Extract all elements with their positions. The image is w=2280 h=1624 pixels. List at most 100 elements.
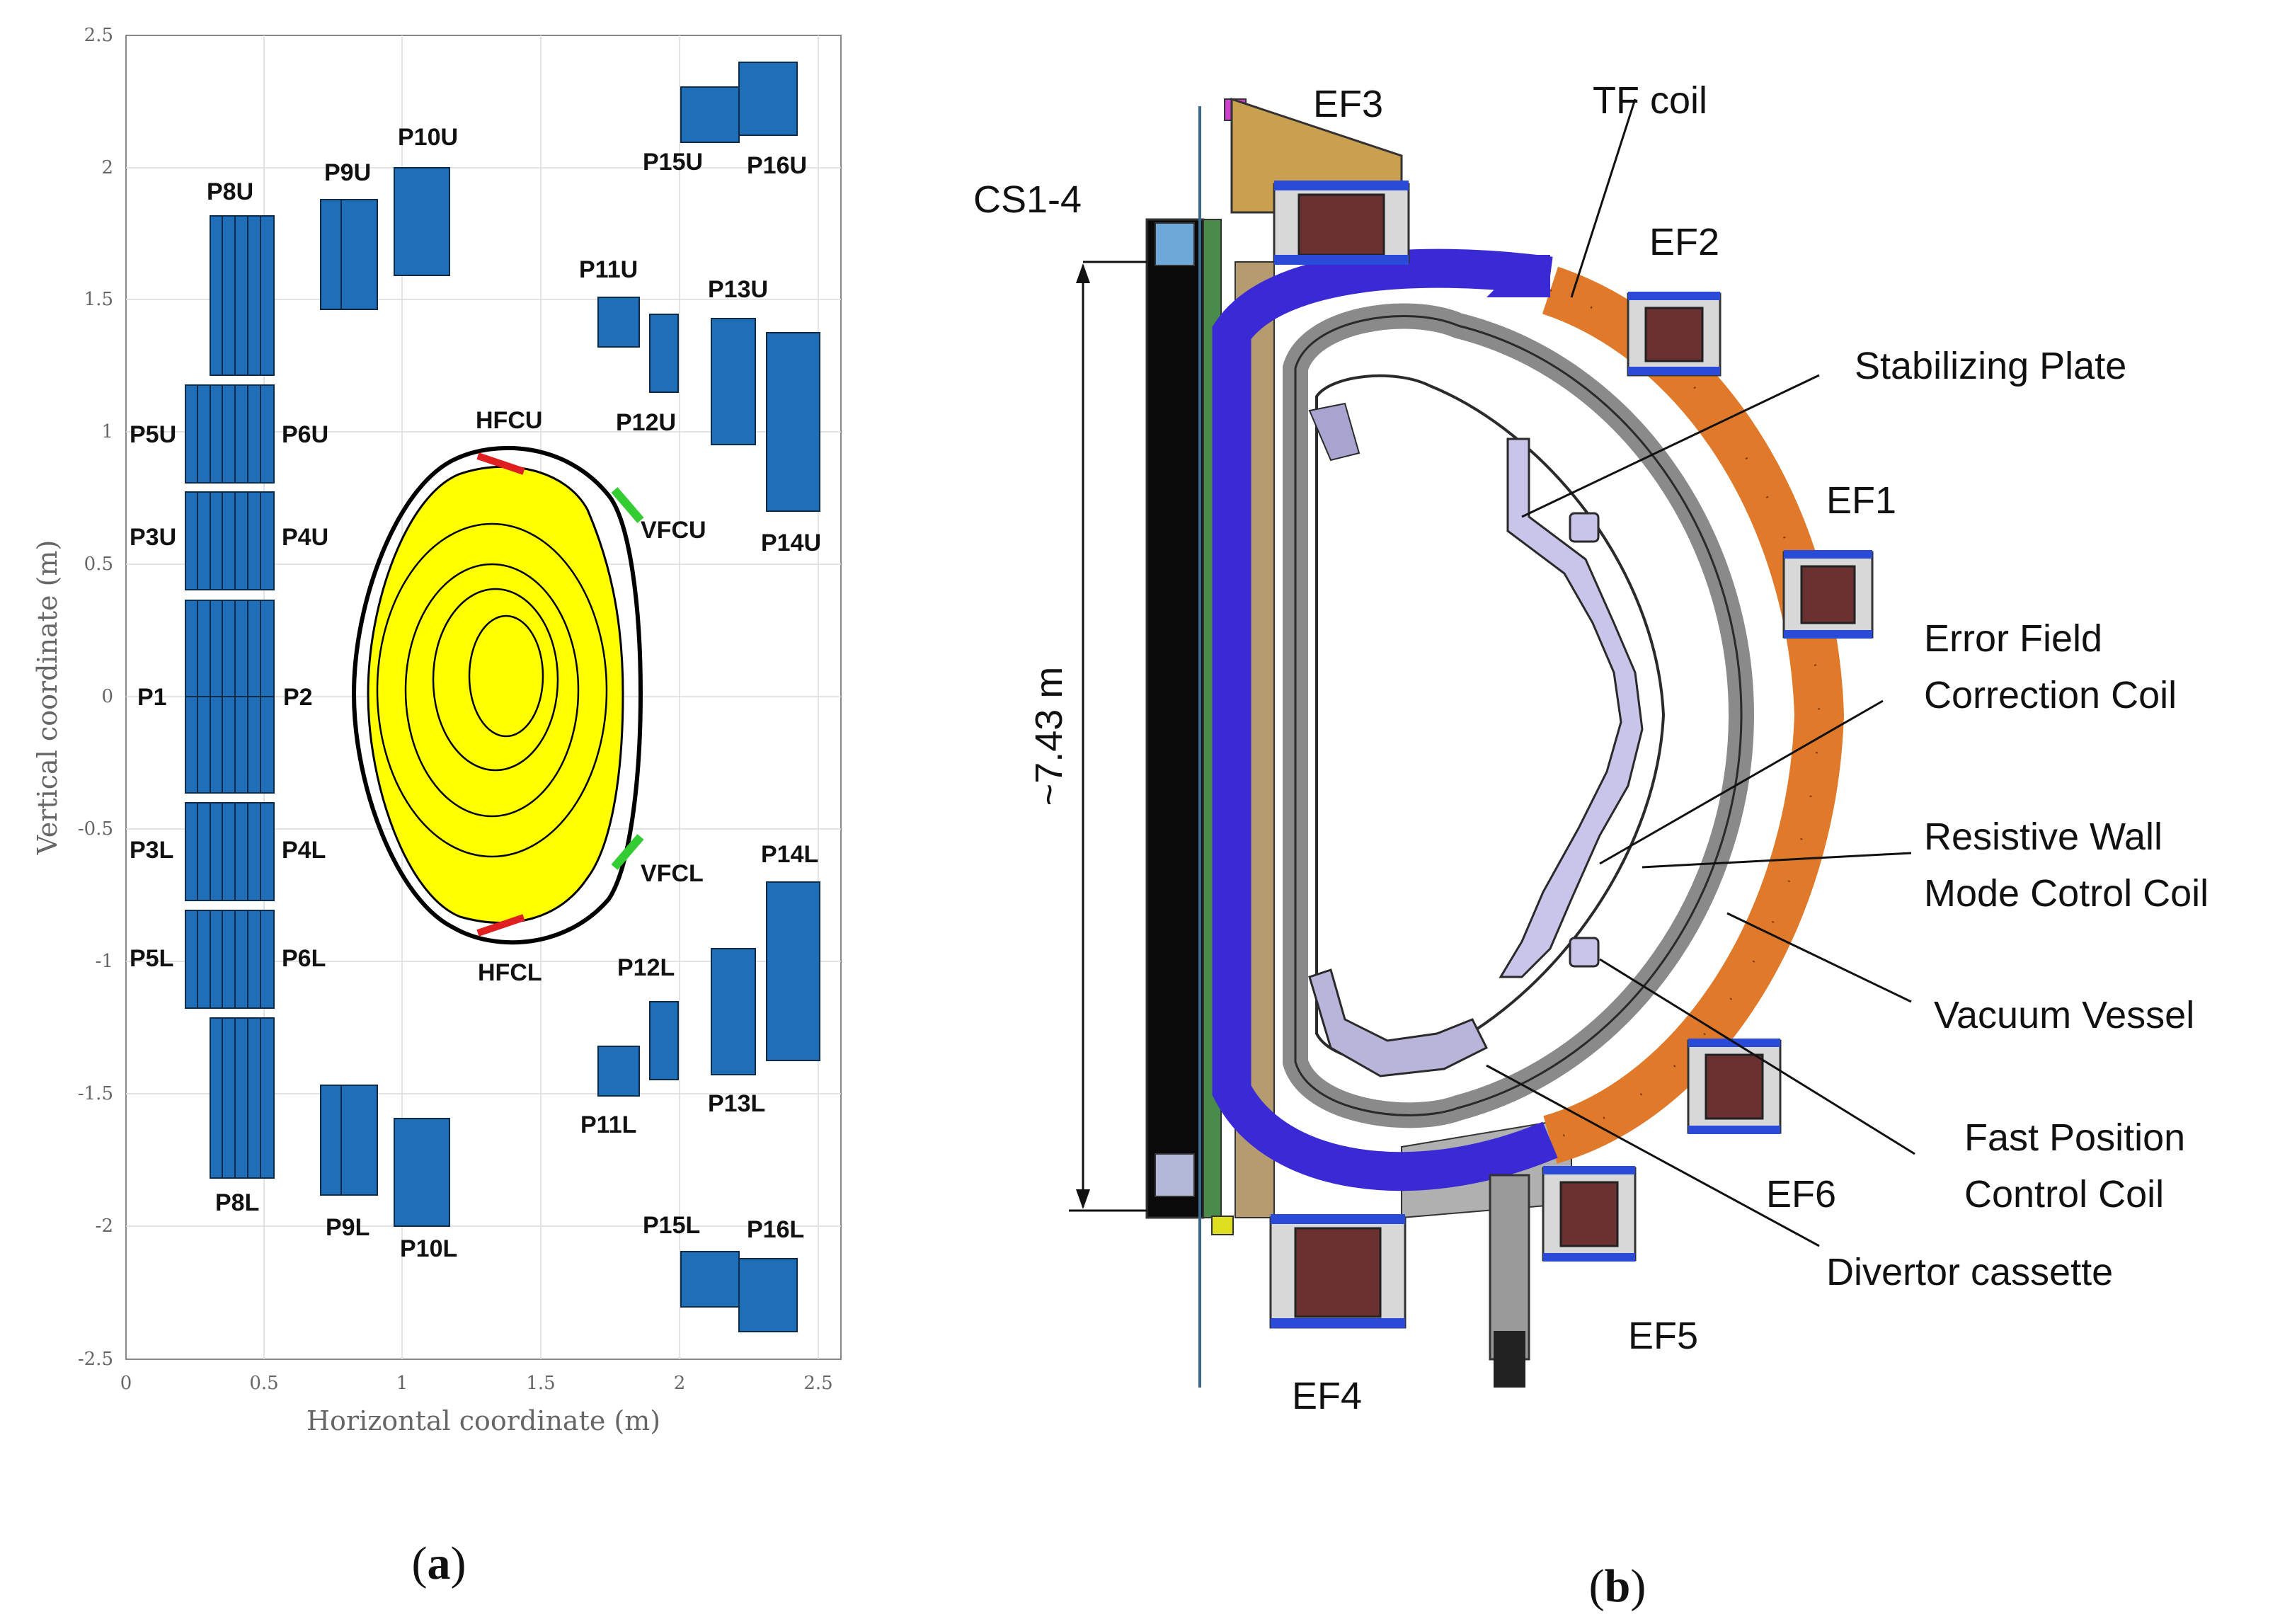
error-field-coil-lower — [1569, 937, 1600, 968]
cs-top-cap — [1155, 222, 1195, 266]
upper-divertor-plate — [1308, 402, 1360, 462]
coil-p12l — [649, 1001, 679, 1080]
x-axis-title: Horizontal coordinate (m) — [307, 1405, 660, 1436]
label-p8l: P8L — [215, 1189, 259, 1216]
label-vacuum-vessel: Vacuum Vessel — [1934, 994, 2194, 1036]
label-p12u: P12U — [616, 409, 676, 436]
y-tick: -0.5 — [78, 818, 113, 840]
label-p9l: P9L — [326, 1214, 370, 1241]
coil-p9u — [320, 199, 378, 310]
label-vfcu: VFCU — [641, 517, 706, 544]
label-vfcl: VFCL — [641, 860, 704, 887]
y-tick: -2 — [96, 1216, 113, 1237]
x-tick-labels: 0 0.5 1 1.5 2 2.5 — [120, 1373, 833, 1394]
ef2-coil — [1627, 292, 1722, 377]
panel-a-caption: (a) — [412, 1538, 466, 1589]
vacuum-vessel-outline — [351, 445, 643, 945]
label-ef4: EF4 — [1292, 1375, 1362, 1417]
coil-p10u — [394, 167, 450, 276]
vacuum-vessel-outer-shell — [1212, 248, 1558, 1191]
plasma-chamber-boundary — [1315, 374, 1666, 1063]
coil-p15u — [680, 86, 740, 143]
label-p9u: P9U — [324, 159, 371, 186]
x-tick: 1 — [396, 1373, 408, 1394]
label-divertor-cassette: Divertor cassette — [1826, 1251, 2113, 1293]
divertor-cassette — [1308, 968, 1489, 1077]
label-ef5: EF5 — [1628, 1315, 1698, 1357]
label-ef3: EF3 — [1313, 83, 1383, 125]
y-tick: 0.5 — [84, 554, 113, 575]
plasma-region — [367, 465, 624, 924]
y-tick: 1 — [101, 421, 113, 442]
ef6-coil — [1687, 1039, 1782, 1134]
label-p6l: P6L — [282, 945, 326, 972]
coil-p16l — [738, 1258, 798, 1332]
coil-p8l — [210, 1017, 275, 1179]
label-hfcu: HFCU — [476, 407, 542, 434]
ef5-coil — [1542, 1166, 1637, 1262]
height-label: ~7.43 m — [1028, 667, 1070, 806]
coil-p11u — [597, 297, 640, 348]
label-rwm-2: Mode Cotrol Coil — [1924, 872, 2209, 915]
y-tick: 2.5 — [84, 25, 113, 46]
coil-p3u-p4u — [185, 491, 275, 590]
y-tick: -2.5 — [78, 1349, 113, 1370]
coil-labels: P8U P9U P10U P5U P6U P3U P4U P1 P2 P3L P… — [130, 124, 821, 1262]
coil-p9l — [320, 1085, 378, 1196]
panel-b: ~7.43 m EF3 TF coil CS1-4 EF2 Stabilizin… — [973, 79, 2209, 1612]
coil-p3l-p4l — [185, 802, 275, 901]
coil-p12u — [649, 314, 679, 393]
label-p11l: P11L — [580, 1111, 636, 1138]
label-p1: P1 — [137, 684, 167, 711]
cs-yellow-block — [1211, 1216, 1234, 1235]
lower-support-foot — [1494, 1331, 1525, 1388]
label-p8u: P8U — [207, 178, 253, 205]
label-fast-position-1: Fast Position — [1964, 1116, 2185, 1159]
coil-p5u-p6u — [185, 384, 275, 484]
label-p11u: P11U — [579, 256, 638, 283]
y-tick: -1 — [96, 951, 113, 972]
hfcl-coil — [476, 914, 525, 937]
coil-p5l-p6l — [185, 910, 275, 1009]
coil-stack-left — [185, 215, 275, 1179]
hfcu-coil — [476, 452, 525, 475]
label-p3u: P3U — [130, 524, 176, 551]
cs-bottom-cap — [1155, 1153, 1195, 1197]
label-error-field-1: Error Field — [1924, 617, 2102, 660]
vacuum-vessel-edge — [1294, 315, 1743, 1116]
label-p10u: P10U — [398, 124, 458, 151]
label-rwm-1: Resistive Wall — [1924, 816, 2162, 858]
stabilizing-plate — [1499, 438, 1644, 978]
coil-p15l — [680, 1251, 740, 1308]
label-p12l: P12L — [617, 954, 675, 981]
error-field-coil-upper — [1569, 512, 1600, 543]
label-p13u: P13U — [708, 276, 768, 303]
vfcu-coil — [611, 487, 644, 523]
label-p10l: P10L — [400, 1235, 457, 1262]
label-ef1: EF1 — [1826, 479, 1896, 522]
y-tick: 2 — [101, 157, 113, 178]
label-hfcl: HFCL — [478, 959, 542, 986]
label-cs1-4: CS1-4 — [973, 178, 1082, 221]
ef3-coil — [1273, 181, 1410, 265]
coil-p10l — [394, 1118, 450, 1227]
label-p15l: P15L — [643, 1212, 700, 1239]
label-p3l: P3L — [130, 837, 173, 864]
flux-surfaces — [376, 522, 608, 858]
coil-p8u — [210, 215, 275, 376]
label-p5u: P5U — [130, 421, 176, 448]
label-p2: P2 — [283, 684, 313, 711]
label-p6u: P6U — [282, 421, 328, 448]
y-tick-labels: 2.5 2 1.5 1 0.5 0 -0.5 -1 -1.5 -2 -2.5 — [78, 25, 113, 1370]
leader-lines — [1486, 98, 1915, 1247]
vessel-top-port — [1486, 255, 1550, 297]
label-p14u: P14U — [761, 530, 821, 556]
label-stabilizing-plate: Stabilizing Plate — [1855, 345, 2126, 387]
x-tick: 1.5 — [526, 1373, 555, 1394]
height-arrow-top — [1076, 263, 1090, 283]
coil-p16u — [738, 62, 798, 136]
vfcl-coil — [611, 834, 644, 870]
label-p4l: P4L — [282, 837, 326, 864]
ef4-coil — [1269, 1214, 1407, 1329]
coil-p13u — [711, 318, 756, 445]
